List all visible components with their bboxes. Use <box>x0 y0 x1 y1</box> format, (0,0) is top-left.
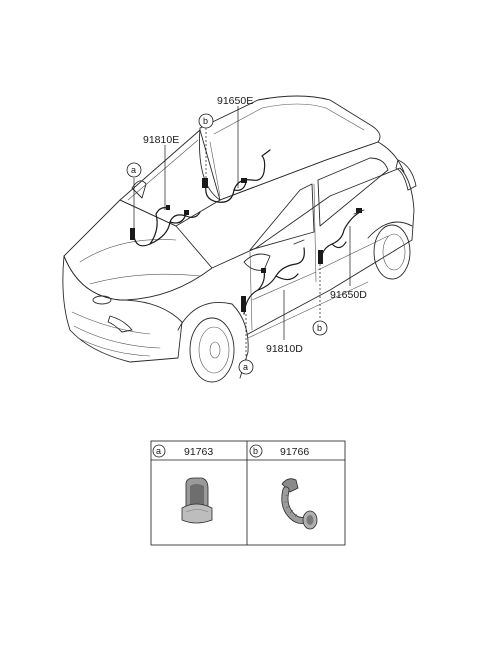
parts-legend-table: a 91763 b 91766 <box>150 440 346 546</box>
legend-marker-b: b <box>253 446 258 456</box>
svg-text:a: a <box>243 362 248 372</box>
svg-text:b: b <box>203 116 208 126</box>
marker-b-top: b <box>198 113 214 129</box>
harness-91810d <box>241 247 305 315</box>
marker-a-top: a <box>126 162 142 178</box>
legend-cell-a: a 91763 <box>152 444 213 524</box>
marker-a-bottom: a <box>238 359 254 375</box>
connector-rear-right <box>318 250 323 264</box>
label-91810e: 91810E <box>143 134 179 146</box>
connector-front-left <box>130 228 135 240</box>
label-91810d: 91810D <box>266 343 303 355</box>
grommet-91763-drawing <box>181 477 213 524</box>
legend-marker-a: a <box>156 446 161 456</box>
connector-rear-left <box>202 178 208 188</box>
harness-91650e <box>202 149 271 203</box>
svg-text:a: a <box>131 165 136 175</box>
harness-91810e <box>130 205 201 247</box>
svg-text:b: b <box>317 323 322 333</box>
marker-b-bottom: b <box>312 320 328 336</box>
label-91650d: 91650D <box>330 289 367 301</box>
harness-91650d <box>318 208 362 264</box>
grommet-91766-drawing <box>281 478 318 530</box>
leader-lines <box>133 106 351 360</box>
vehicle-outline <box>62 95 417 383</box>
legend-cell-b: b 91766 <box>249 444 318 530</box>
legend-part-91763: 91763 <box>184 446 213 458</box>
legend-part-91766: 91766 <box>280 446 309 458</box>
connector-front-right <box>241 296 246 312</box>
label-91650e: 91650E <box>217 95 253 107</box>
